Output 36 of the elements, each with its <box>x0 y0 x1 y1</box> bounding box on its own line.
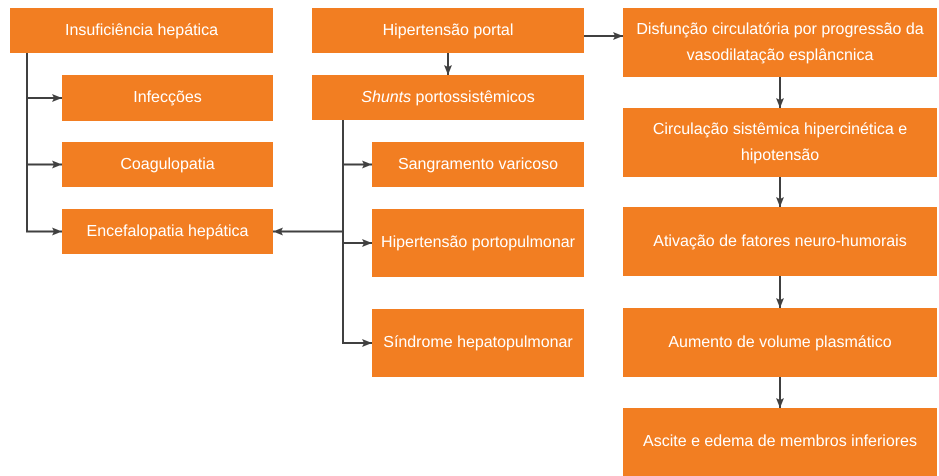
process-box <box>623 207 937 276</box>
box-label: Coagulopatia <box>120 154 215 174</box>
arrow <box>776 276 784 308</box>
process-box <box>372 309 584 377</box>
box-label: Ativação de fatores neuro-humorais <box>653 232 907 252</box>
process-box <box>312 75 584 120</box>
box-label: Síndrome hepatopulmonar <box>383 333 573 353</box>
process-box <box>623 8 937 77</box>
process-box <box>62 209 273 254</box>
process-box <box>623 308 937 377</box>
box-label: Aumento de volume plasmático <box>668 332 892 352</box>
arrow <box>776 77 784 108</box>
process-box <box>372 209 584 277</box>
box-label: Sangramento varicoso <box>398 154 558 174</box>
process-box <box>312 8 584 53</box>
arrow <box>444 53 452 75</box>
box-label: Shunts portossistêmicos <box>361 88 535 108</box>
process-box <box>62 75 273 121</box>
arrow <box>776 377 784 408</box>
process-box <box>623 108 937 177</box>
box-label: Infecções <box>133 88 202 108</box>
process-box <box>62 142 273 187</box>
box-label: Encefalopatia hepática <box>86 222 248 242</box>
box-label: Insuficiência hepática <box>65 20 218 40</box>
arrow <box>273 120 344 236</box>
arrow <box>584 32 623 40</box>
process-box <box>372 142 584 187</box>
process-box <box>10 8 273 53</box>
arrow <box>26 53 62 236</box>
box-label: Disfunção circulatória por progressão da vasodilatação esplâncnica <box>635 20 925 66</box>
box-label: Hipertensão portal <box>382 20 514 40</box>
process-box <box>623 408 937 476</box>
box-label: Hipertensão portopulmonar <box>381 233 575 253</box>
box-label: Ascite e edema de membros inferiores <box>643 432 917 452</box>
box-label: Circulação sistêmica hipercinética e hipotensão <box>652 120 908 166</box>
arrow <box>776 177 784 207</box>
